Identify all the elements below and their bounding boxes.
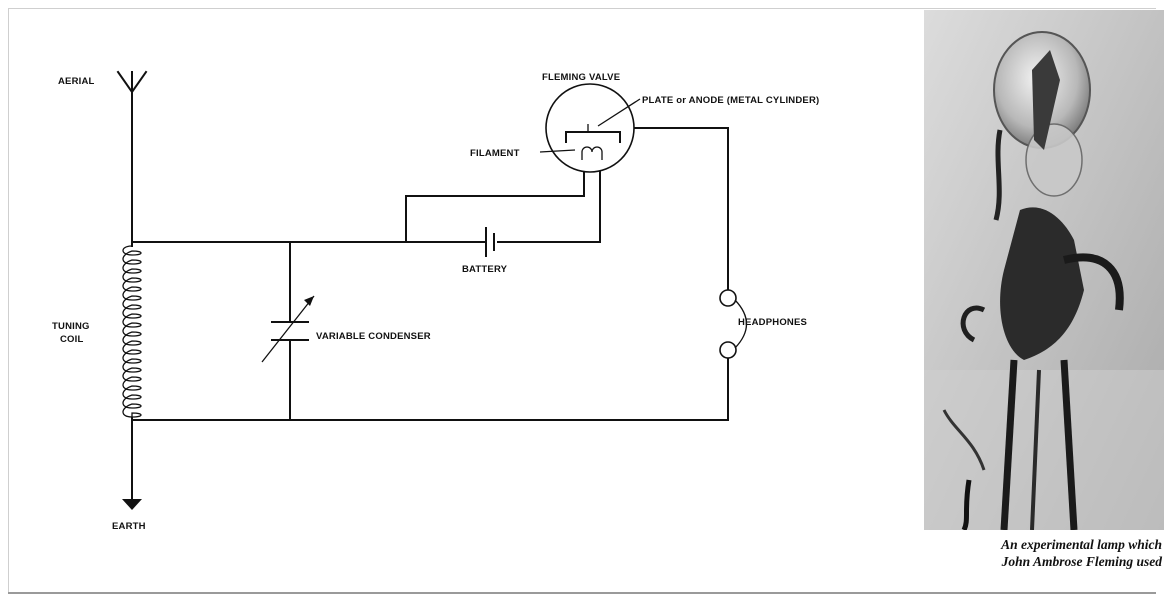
battery-label: BATTERY bbox=[462, 264, 508, 275]
variable-condenser-symbol bbox=[261, 295, 315, 363]
photo-caption: An experimental lamp which John Ambrose … bbox=[906, 536, 1162, 570]
fleming-valve-label: FLEMING VALVE bbox=[542, 72, 620, 83]
fleming-valve-symbol bbox=[545, 83, 635, 173]
filament-leader-line bbox=[539, 149, 576, 153]
tuning-coil-label-line1: TUNING bbox=[52, 321, 90, 332]
earth-label: EARTH bbox=[112, 521, 146, 532]
tuning-coil-symbol bbox=[122, 241, 142, 501]
plate-label: PLATE or ANODE (METAL CYLINDER) bbox=[642, 95, 819, 106]
filament-label: FILAMENT bbox=[470, 148, 520, 159]
lamp-photo bbox=[924, 10, 1164, 530]
aerial-label: AERIAL bbox=[58, 76, 95, 87]
battery-symbol bbox=[478, 227, 495, 257]
circuit-diagram: AERIAL TUNING COIL EARTH bbox=[52, 70, 819, 532]
frame-top-border bbox=[8, 8, 1156, 9]
earth-symbol bbox=[122, 499, 142, 510]
variable-condenser-label: VARIABLE CONDENSER bbox=[316, 331, 431, 342]
circuit-wires bbox=[131, 127, 729, 421]
headphones-symbol bbox=[719, 289, 748, 359]
plate-leader-line bbox=[597, 98, 641, 127]
photo-caption-line1: An experimental lamp which bbox=[1001, 537, 1162, 552]
aerial-symbol bbox=[116, 70, 148, 243]
frame-left-border bbox=[8, 8, 9, 594]
lamp-photo-illustration bbox=[924, 10, 1164, 530]
tuning-coil-label-line2: COIL bbox=[60, 334, 84, 345]
photo-caption-line2: John Ambrose Fleming used bbox=[1001, 554, 1162, 569]
headphones-label: HEADPHONES bbox=[738, 317, 807, 328]
frame-bottom-border bbox=[8, 592, 1156, 594]
